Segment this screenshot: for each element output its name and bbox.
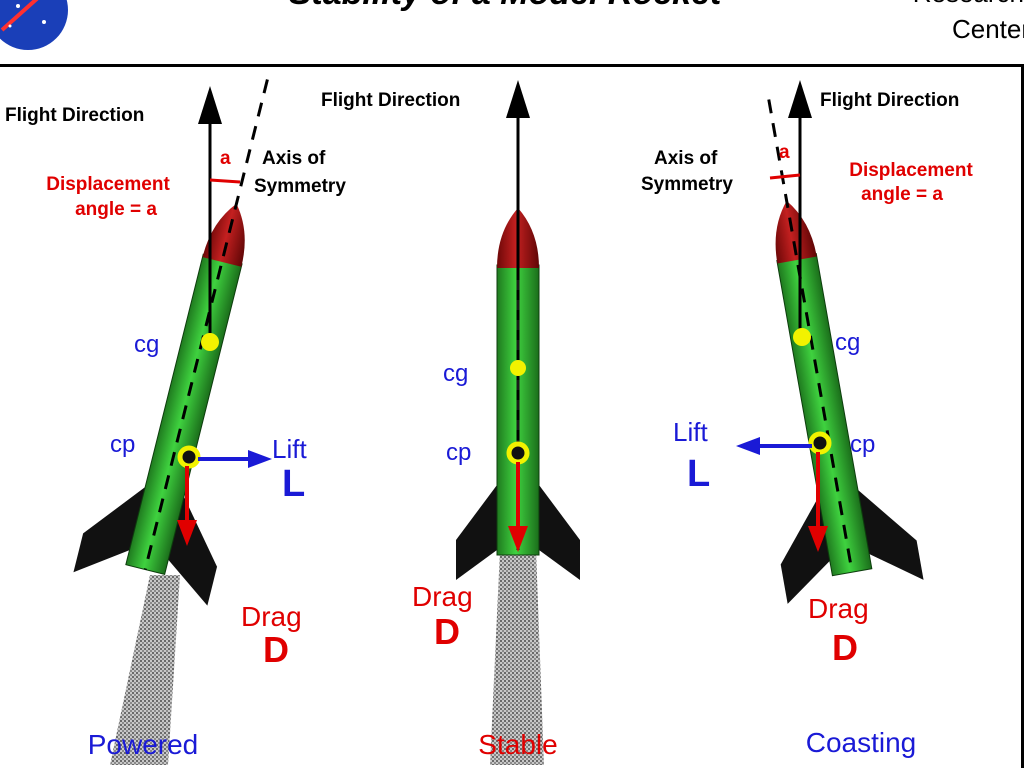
caption-stable: Stable [478, 729, 557, 760]
panel-powered: Flight Direction a Axis of Symmetry Disp… [5, 79, 346, 765]
flight-direction-arrowhead [788, 80, 812, 118]
drag-arrowhead [508, 526, 528, 552]
displacement-angle-arc [209, 178, 241, 184]
left-fin [456, 485, 497, 580]
drag-symbol: D [434, 611, 460, 652]
org-line-2: Center [952, 14, 1024, 44]
drag-arrowhead [808, 526, 828, 552]
org-line-1: Research [913, 0, 1024, 8]
drag-symbol: D [832, 627, 858, 668]
axis-label-line-1: Axis of [654, 148, 718, 169]
cg-label: cg [134, 331, 159, 358]
displacement-label-line-2: angle = a [861, 184, 943, 205]
cp-label: cp [446, 439, 471, 466]
right-border [1021, 64, 1024, 768]
lift-label: Lift [673, 417, 708, 447]
flight-direction-arrowhead [198, 86, 222, 124]
axis-label-line-2: Symmetry [254, 176, 346, 197]
drag-symbol: D [263, 629, 289, 670]
axis-label-line-1: Axis of [262, 148, 326, 169]
flight-direction-label: Flight Direction [820, 90, 959, 111]
axis-of-symmetry-line [143, 79, 269, 570]
exhaust-plume [110, 575, 180, 765]
center-of-pressure-marker [808, 431, 832, 455]
flight-direction-label: Flight Direction [5, 105, 144, 126]
center-of-gravity-marker [510, 360, 526, 376]
cg-label: cg [443, 360, 468, 387]
displacement-label-line-2: angle = a [75, 199, 157, 220]
right-fin [857, 489, 924, 580]
panel-stable: Flight Direction cg cp Drag D Stable [321, 80, 580, 765]
center-of-pressure-marker [506, 441, 530, 465]
center-of-gravity-marker [793, 328, 811, 346]
displacement-label-line-1: Displacement [849, 160, 973, 181]
caption-powered: Powered [88, 729, 199, 760]
panel-coasting: Flight Direction a Axis of Symmetry Disp… [641, 80, 973, 758]
rocket-powered [73, 79, 269, 606]
nose-cone [775, 200, 817, 264]
lift-arrowhead [736, 437, 760, 455]
drag-label: Drag [412, 581, 473, 612]
displacement-label-line-1: Displacement [46, 174, 170, 195]
cp-label: cp [110, 431, 135, 458]
displacement-angle-arc [769, 173, 801, 180]
drag-label: Drag [808, 593, 869, 624]
axis-label-line-2: Symmetry [641, 174, 733, 195]
lift-arrowhead [248, 450, 272, 468]
right-fin [539, 485, 580, 580]
flight-direction-arrowhead [506, 80, 530, 118]
lift-symbol: L [687, 453, 710, 495]
lift-symbol: L [282, 463, 305, 505]
exhaust-plume [490, 550, 544, 765]
cp-label: cp [850, 431, 875, 458]
center-of-gravity-marker [201, 333, 219, 351]
drag-label: Drag [241, 601, 302, 632]
cg-label: cg [835, 329, 860, 356]
header: Stability of a Model Rocket Research Cen… [0, 0, 1024, 67]
lift-label: Lift [272, 434, 307, 464]
nose-cone [202, 203, 245, 267]
header-divider [0, 64, 1024, 67]
flight-direction-label: Flight Direction [321, 90, 460, 111]
drag-arrowhead [177, 520, 197, 546]
angle-symbol: a [220, 148, 231, 169]
left-fin [73, 487, 146, 573]
center-of-pressure-marker [177, 445, 201, 469]
page-title: Stability of a Model Rocket [289, 0, 723, 12]
nasa-logo-icon [0, 0, 68, 50]
angle-symbol: a [779, 142, 790, 163]
caption-coasting: Coasting [806, 727, 917, 758]
